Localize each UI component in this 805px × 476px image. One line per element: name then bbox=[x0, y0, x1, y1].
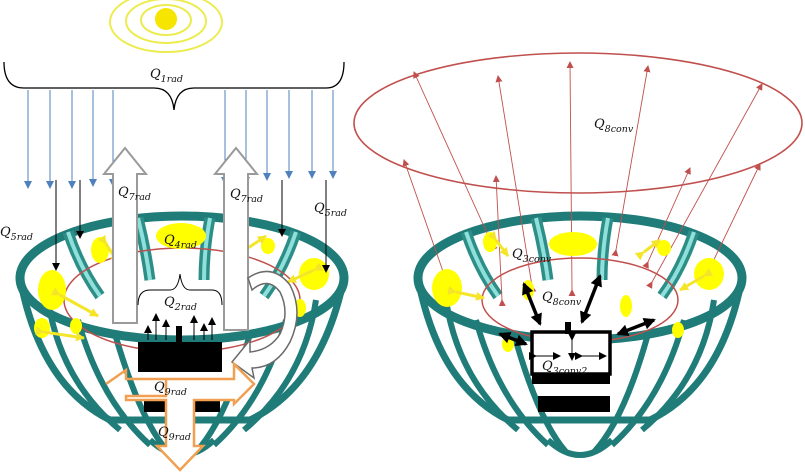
q8conv-inner-label: Q8conv bbox=[542, 290, 582, 308]
q9rad-bottom-label: Q9rad bbox=[158, 425, 191, 443]
q2-brace bbox=[137, 273, 223, 306]
q8conv-top-label: Q8conv bbox=[594, 117, 634, 135]
box-emission-arrows bbox=[144, 313, 216, 340]
q2rad-label: Q2rad bbox=[164, 295, 197, 313]
q7rad-right-label: Q7rad bbox=[230, 187, 263, 205]
q3conv-label: Q3conv bbox=[512, 247, 552, 265]
reflected-radiation-arrows bbox=[101, 146, 260, 331]
q5rad-right-label: Q5rad bbox=[314, 201, 347, 219]
ambient-air-ellipse bbox=[353, 52, 803, 194]
q3conv2-label: Q3conv2 bbox=[542, 359, 587, 377]
q5rad-left-label: Q5rad bbox=[0, 225, 33, 243]
radiation-brace bbox=[3, 61, 345, 111]
incident-arrows bbox=[52, 180, 330, 273]
box-inner-arrows bbox=[529, 333, 607, 361]
sun-icon bbox=[109, 0, 223, 53]
right-panel: Q8conv Q8conv Q3conv Q3conv2 bbox=[353, 52, 803, 458]
loss-cross-arrows bbox=[105, 360, 256, 472]
q1rad-label: Q1rad bbox=[150, 67, 183, 85]
right-yellow-arrows bbox=[447, 230, 714, 301]
left-panel: Q1rad Q5rad Q5rad Q7rad Q7rad Q4rad Q2ra… bbox=[0, 0, 349, 472]
q7rad-left-label: Q7rad bbox=[118, 185, 151, 203]
box-convection-arrows bbox=[498, 274, 656, 347]
q4rad-label: Q4rad bbox=[164, 233, 197, 251]
solar-rays bbox=[24, 90, 337, 189]
return-curve-arrow bbox=[230, 270, 298, 380]
q9rad-mid-label: Q9rad bbox=[154, 380, 187, 398]
